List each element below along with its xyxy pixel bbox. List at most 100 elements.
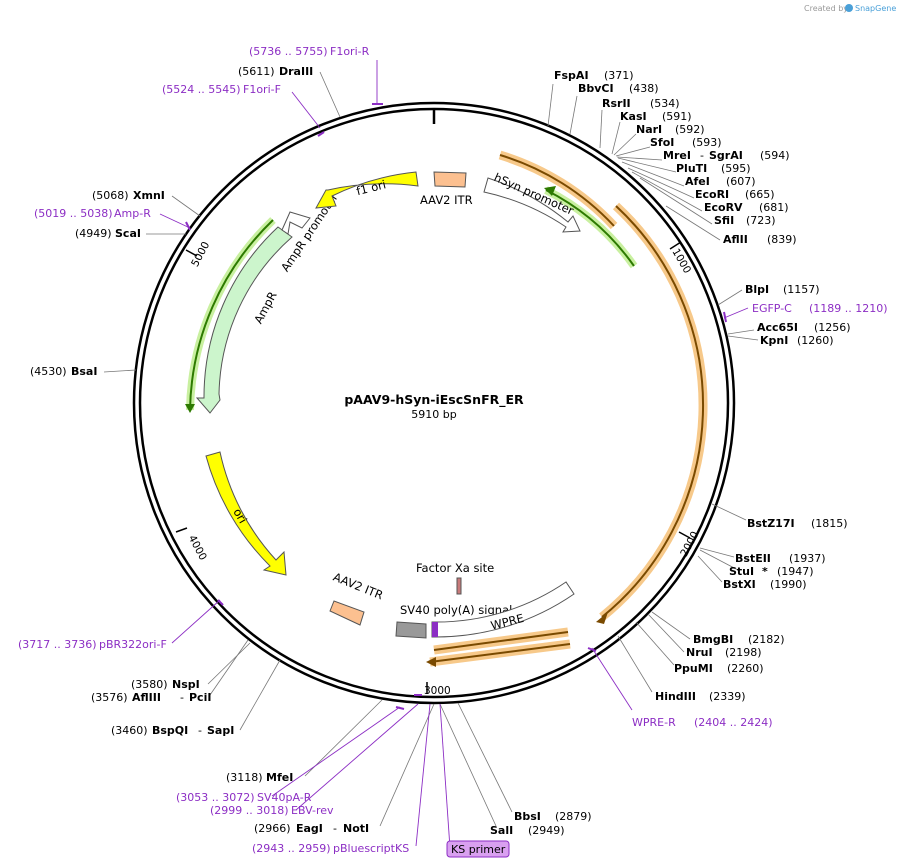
- enzyme-fspai[interactable]: FspAI: [554, 69, 589, 82]
- enzyme-mfei-pos: (3118): [226, 771, 263, 784]
- enzyme-sapi[interactable]: SapI: [207, 724, 234, 737]
- ori-label: ori: [230, 506, 250, 526]
- enzyme-xmni[interactable]: XmnI: [133, 189, 165, 202]
- enzyme-bstxi[interactable]: BstXI: [723, 578, 756, 591]
- primer-ebv-rev[interactable]: EBV-rev: [291, 804, 334, 817]
- primer-wpre-r[interactable]: WPRE-R: [632, 716, 676, 729]
- primer-amp-r[interactable]: Amp-R: [114, 207, 151, 220]
- enzyme-nspi[interactable]: NspI: [172, 678, 200, 691]
- factor-xa-label: Factor Xa site: [416, 561, 494, 575]
- enzyme-ecorv-pos: (681): [759, 201, 789, 214]
- primer-wpre-r-range: (2404 .. 2424): [694, 716, 773, 729]
- enzyme-bsteii-pos: (1937): [789, 552, 826, 565]
- enzyme-kpni[interactable]: KpnI: [760, 334, 788, 347]
- hsyn-promoter-feature[interactable]: [483, 177, 581, 233]
- primer-lines: [159, 60, 749, 849]
- enzyme-rsrii[interactable]: RsrII: [602, 97, 631, 110]
- enzyme-draiii[interactable]: DraIII: [279, 65, 313, 78]
- enzyme-blpi-pos: (1157): [783, 283, 820, 296]
- enzyme-bbvci[interactable]: BbvCI: [578, 82, 614, 95]
- enzyme-acc65i[interactable]: Acc65I: [757, 321, 798, 334]
- enzyme-kasi[interactable]: KasI: [620, 110, 647, 123]
- enzyme-nrui-pos: (2198): [725, 646, 762, 659]
- enzyme-bspqi[interactable]: BspQI: [152, 724, 188, 737]
- credit-text: Created by: [804, 4, 848, 13]
- sv40-polya-label: SV40 poly(A) signal: [400, 603, 512, 617]
- enzyme-nari[interactable]: NarI: [636, 123, 662, 136]
- ori-feature[interactable]: [205, 451, 287, 576]
- enzyme-sgrai[interactable]: SgrAI: [709, 149, 743, 162]
- aav2-itr-top-label: AAV2 ITR: [420, 193, 473, 207]
- enzyme-bspqi-pos: (3460): [111, 724, 148, 737]
- enzyme-stui-mark: *: [762, 565, 768, 578]
- ampr-promoter-feature[interactable]: [281, 211, 311, 235]
- aav2-itr-top-feature[interactable]: [433, 171, 467, 188]
- ks-primer-badge[interactable]: [446, 840, 510, 858]
- enzyme-nari-pos: (592): [675, 123, 705, 136]
- enzyme-bbsi-pos: (2879): [555, 810, 592, 823]
- enzyme-nrui[interactable]: NruI: [686, 646, 713, 659]
- enzyme-eagi[interactable]: EagI: [296, 822, 323, 835]
- primer-pbr322ori-f-range: (3717 .. 3736): [18, 638, 97, 651]
- wpre-feature[interactable]: [431, 581, 575, 638]
- f1-ori-feature[interactable]: [315, 171, 419, 209]
- primer-pbr322ori-f[interactable]: pBR322ori-F: [99, 638, 167, 651]
- enzyme-kasi-pos: (591): [662, 110, 692, 123]
- enzyme-sfii[interactable]: SfiI: [714, 214, 734, 227]
- enzyme-aflii[interactable]: AflII: [723, 233, 748, 246]
- enzyme-ecorv[interactable]: EcoRV: [704, 201, 743, 214]
- enzyme-ppumi-pos: (2260): [727, 662, 764, 675]
- primer-f1ori-f[interactable]: F1ori-F: [243, 83, 281, 96]
- enzyme-mrei[interactable]: MreI: [663, 149, 691, 162]
- primer-ebv-rev-range: (2999 .. 3018): [210, 804, 289, 817]
- enzyme-bstxi-pos: (1990): [770, 578, 807, 591]
- factor-xa-feature[interactable]: [456, 577, 462, 595]
- enzyme-pluti-pos: (595): [721, 162, 751, 175]
- enzyme-sfoi[interactable]: SfoI: [650, 136, 674, 149]
- enzyme-pcii[interactable]: PciI: [189, 691, 211, 704]
- sv40-polya-feature[interactable]: [395, 621, 427, 639]
- enzyme-afei[interactable]: AfeI: [685, 175, 710, 188]
- tick-4000: 4000: [186, 533, 209, 562]
- leader-lines: [103, 71, 759, 827]
- enzyme-mfei[interactable]: MfeI: [266, 771, 293, 784]
- enzyme-rsrii-pos: (534): [650, 97, 680, 110]
- plasmid-size: 5910 bp: [411, 408, 456, 421]
- wpre-primer-mark: [432, 622, 438, 637]
- primer-pbluescriptks[interactable]: pBluescriptKS: [333, 842, 409, 855]
- enzyme-afliii[interactable]: AflIII: [132, 691, 161, 704]
- enzyme-scai[interactable]: ScaI: [115, 227, 141, 240]
- enzyme-eagi-pos: (2966): [254, 822, 291, 835]
- enzyme-bbsi[interactable]: BbsI: [514, 810, 541, 823]
- enzyme-bmgbi[interactable]: BmgBI: [693, 633, 733, 646]
- enzyme-ppumi[interactable]: PpuMI: [674, 662, 713, 675]
- enzyme-pluti[interactable]: PluTI: [676, 162, 707, 175]
- enzyme-sali-pos: (2949): [528, 824, 565, 837]
- enzyme-bstz17i[interactable]: BstZ17I: [747, 517, 795, 530]
- enzyme-blpi[interactable]: BlpI: [745, 283, 769, 296]
- enzyme-stui[interactable]: StuI: [729, 565, 754, 578]
- enzyme-bsai[interactable]: BsaI: [71, 365, 97, 378]
- enzyme-noti[interactable]: NotI: [343, 822, 369, 835]
- enzyme-bbvci-pos: (438): [629, 82, 659, 95]
- primer-f1ori-r-range: (5736 .. 5755): [249, 45, 328, 58]
- snapgene-brand[interactable]: SnapGene: [855, 4, 896, 13]
- enzyme-afei-pos: (607): [726, 175, 756, 188]
- primer-f1ori-f-range: (5524 .. 5545): [162, 83, 241, 96]
- enzyme-bsteii[interactable]: BstEII: [735, 552, 771, 565]
- enzyme-sali[interactable]: SalI: [490, 824, 513, 837]
- primer-pbluescriptks-range: (2943 .. 2959): [252, 842, 331, 855]
- backbone-inner-ring: [138, 107, 730, 699]
- primer-egfp-c[interactable]: EGFP-C: [752, 302, 792, 315]
- enzyme-acc65i-pos: (1256): [814, 321, 851, 334]
- enzyme-hindiii[interactable]: HindIII: [655, 690, 696, 703]
- ampr-feature[interactable]: [195, 226, 293, 414]
- aav2-itr-bottom-feature[interactable]: [329, 600, 365, 626]
- primer-f1ori-r[interactable]: F1ori-R: [330, 45, 370, 58]
- enzyme-mrei-pos: (594): [760, 149, 790, 162]
- enzyme-sfoi-pos: (593): [692, 136, 722, 149]
- enzyme-ecori[interactable]: EcoRI: [695, 188, 729, 201]
- enzyme-bmgbi-pos: (2182): [748, 633, 785, 646]
- primer-sv40pa-r[interactable]: SV40pA-R: [257, 791, 312, 804]
